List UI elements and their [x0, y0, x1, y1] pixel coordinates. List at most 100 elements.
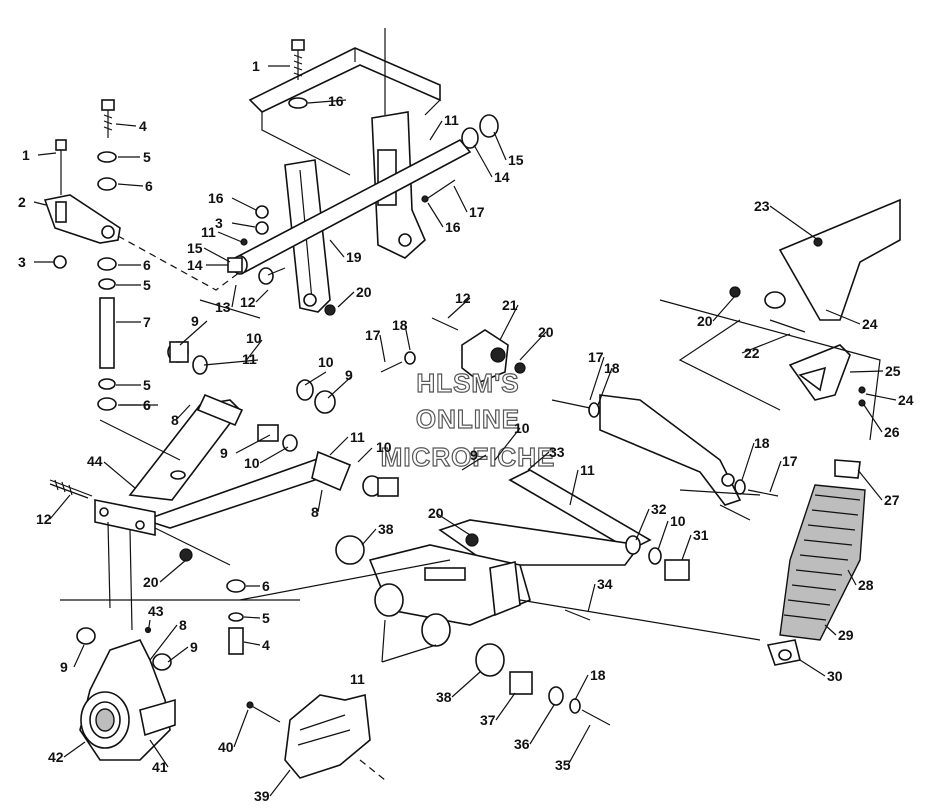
callout-label: 27	[884, 492, 900, 508]
callout-label: 13	[215, 299, 231, 315]
rear-mount-brackets	[729, 198, 901, 407]
bracket-21	[461, 329, 526, 383]
callout-label: 20	[356, 284, 372, 300]
callout-label: 9	[60, 659, 68, 675]
bolt-12-mid	[431, 317, 459, 331]
bushing-38-upper	[335, 535, 365, 565]
callout-label: 9	[191, 313, 199, 329]
callout-label: 29	[838, 627, 854, 643]
washer-36	[548, 686, 564, 706]
callout-label: 36	[514, 736, 530, 752]
washer-15-left	[258, 267, 274, 285]
callout-label: 12	[36, 511, 52, 527]
a-arm-8	[128, 393, 352, 529]
washer-18-far	[734, 479, 746, 495]
washer-6-lower	[226, 579, 246, 593]
shock-absorber-28	[766, 459, 866, 666]
callout-label: 37	[480, 712, 496, 728]
bolt-35	[581, 709, 611, 726]
bushing-38-lower	[475, 643, 505, 677]
bolt-17-right-lower	[551, 399, 591, 409]
callout-label: 11	[580, 462, 595, 478]
callout-label: 34	[597, 576, 613, 592]
callout-label: 6	[143, 257, 151, 273]
washer-5-lower	[228, 612, 244, 622]
callout-label: 42	[48, 749, 64, 765]
callout-label: 26	[884, 424, 900, 440]
swing-arm-11	[368, 469, 652, 626]
callout-label: 39	[254, 788, 270, 804]
bolt-1-left	[55, 139, 67, 151]
callout-label: 19	[346, 249, 362, 265]
callout-label: 21	[502, 297, 518, 313]
callout-label: 38	[378, 521, 394, 537]
bolt-1-top	[291, 39, 305, 80]
bolt-17-mid	[380, 361, 403, 373]
callout-label: 23	[754, 198, 770, 214]
callout-label: 6	[262, 578, 270, 594]
skid-plate-39	[284, 694, 371, 779]
callout-label: 4	[139, 118, 147, 134]
callout-label: 8	[179, 617, 187, 633]
bolt-17-far	[747, 489, 779, 497]
callout-label: 11	[201, 224, 216, 240]
callout-label: 35	[555, 757, 571, 773]
callout-label: 18	[392, 317, 408, 333]
nut-3-lower	[53, 255, 67, 269]
callout-label: 5	[143, 377, 151, 393]
nut-16-left	[255, 205, 269, 219]
callout-label: 15	[508, 152, 524, 168]
callout-label: 14	[494, 169, 510, 185]
callout-label: 3	[215, 215, 223, 231]
callout-label: 30	[827, 668, 843, 684]
callout-label: 3	[18, 254, 26, 270]
callout-label: 5	[143, 277, 151, 293]
callout-label: 10	[246, 330, 262, 346]
callout-label: 2	[18, 194, 26, 210]
callout-label: 14	[187, 257, 203, 273]
cap-15-right	[479, 114, 499, 138]
watermark-line-1: HLSM'S	[416, 368, 519, 398]
watermark-line-2: ONLINE	[416, 404, 520, 434]
callout-label: 20	[143, 574, 159, 590]
callout-label: 17	[365, 327, 381, 343]
bushing-11-lower	[421, 613, 451, 647]
nut-3-left	[255, 221, 269, 235]
callout-label: 43	[148, 603, 164, 619]
callout-label: 17	[782, 453, 798, 469]
bolt-17-right	[424, 179, 456, 201]
steering-arm-2	[43, 194, 121, 244]
watermark: HLSM'S ONLINE MICROFICHE	[380, 367, 555, 472]
callout-label: 44	[87, 453, 103, 469]
callout-label: 10	[670, 513, 686, 529]
callout-label: 1	[22, 147, 30, 163]
callout-label: 25	[885, 363, 901, 379]
bushing-9-spindle-b	[152, 653, 172, 671]
callout-label: 11	[350, 671, 365, 687]
callout-label: 32	[651, 501, 667, 517]
washer-18-right	[588, 402, 600, 418]
callout-label: 5	[262, 610, 270, 626]
bracket-33	[599, 394, 742, 506]
callout-label: 8	[171, 412, 179, 428]
callout-label: 9	[470, 447, 478, 463]
callout-label: 16	[445, 219, 461, 235]
callout-leader-lines	[33, 65, 897, 797]
assembly-guide-lines	[60, 235, 881, 781]
callout-label: 9	[345, 367, 353, 383]
callout-label: 18	[590, 667, 606, 683]
bolt-4-lower	[228, 627, 244, 655]
callout-label: 10	[244, 455, 260, 471]
bushing-31	[664, 559, 690, 581]
callout-label: 4	[262, 637, 270, 653]
callout-label: 10	[514, 420, 530, 436]
callout-label: 10	[318, 354, 334, 370]
callout-label: 10	[376, 439, 392, 455]
callout-label: 5	[143, 149, 151, 165]
callout-label: 11	[444, 112, 459, 128]
bushing-9-spindle	[76, 627, 96, 645]
callout-label: 31	[693, 527, 709, 543]
washer-18-mid	[404, 351, 416, 365]
